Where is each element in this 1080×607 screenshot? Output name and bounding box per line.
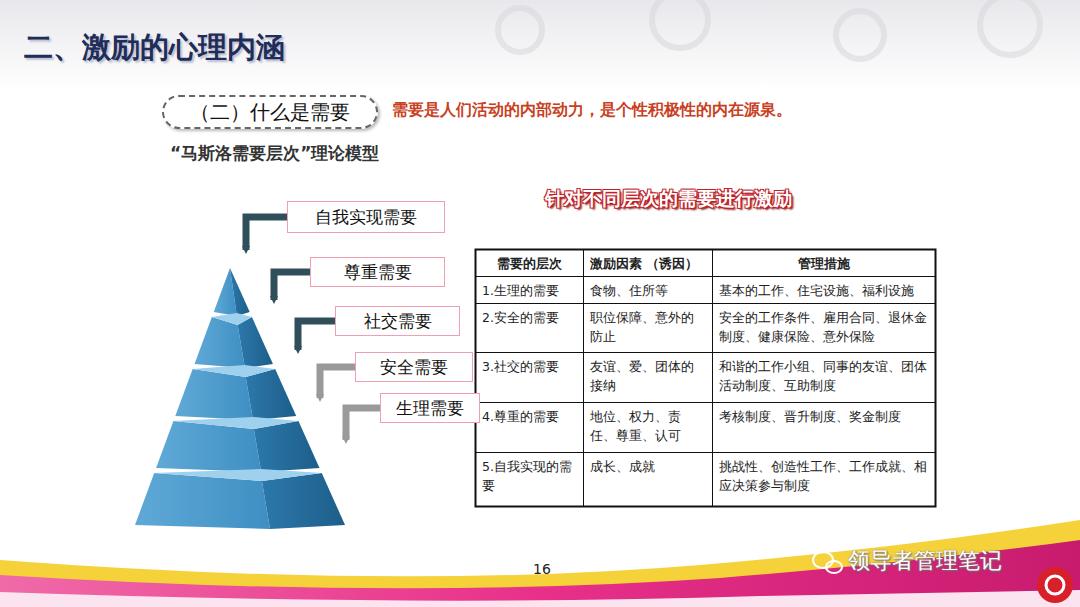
- table-cell: 5.自我实现的需要: [476, 453, 583, 506]
- page-number: 16: [533, 561, 551, 577]
- section-pill: （二）什么是需要: [162, 95, 378, 129]
- table-cell: 3.社交的需要: [476, 353, 583, 402]
- slide-title: 二、激励的心理内涵: [24, 28, 285, 68]
- pyramid-layer-side: [238, 317, 273, 368]
- node-text: （二）什么是需要: [190, 99, 350, 126]
- pyramid-layer-side: [230, 268, 250, 316]
- pyramid-layer-face: [135, 473, 270, 529]
- pyramid-layer-side: [262, 473, 345, 529]
- table-cell: 和谐的工作小组、同事的友谊、团体活动制度、互助制度: [713, 353, 935, 402]
- callout-box: 生理需要: [380, 393, 480, 423]
- table-cell: 考核制度、晋升制度、奖金制度: [713, 403, 935, 452]
- pyramid-layer-top: [212, 313, 252, 325]
- table-header-cell: 需要的层次: [476, 250, 583, 276]
- pyramid-layer-face: [156, 421, 261, 472]
- table-cell: 友谊、爱、团体的接纳: [584, 353, 712, 402]
- table-cell: 4.尊重的需要: [476, 403, 583, 452]
- table-cell: 成长、成就: [584, 453, 712, 506]
- callout-box: 尊重需要: [310, 257, 445, 287]
- callout-box: 社交需要: [335, 306, 460, 336]
- table-cell: 安全的工作条件、雇用合同、退休金制度、健康保险、意外保险: [713, 304, 935, 352]
- node-text: 尊重需要: [344, 261, 412, 284]
- table-header-cell: 激励因素 （诱因）: [584, 250, 712, 276]
- pyramid-layer-top: [173, 417, 298, 429]
- node-text: 生理需要: [396, 397, 464, 420]
- watermark: 领导者管理笔记: [848, 546, 1002, 576]
- pyramid-layer-face: [214, 268, 237, 316]
- pyramid-layer-top: [193, 365, 276, 377]
- table-cell: 1.生理的需要: [476, 277, 583, 303]
- callout-box: 安全需要: [355, 352, 473, 382]
- node-text: 安全需要: [380, 356, 448, 379]
- definition-text: 需要是人们活动的内部动力，是个性积极性的内在源泉。: [392, 100, 792, 121]
- table-header-cell: 管理措施: [713, 250, 935, 276]
- table-cell: 挑战性、创造性工作、工作成就、相应决策参与制度: [713, 453, 935, 506]
- table-cell: 地位、权力、责任、尊重、认可: [584, 403, 712, 452]
- table-cell: 食物、住所等: [584, 277, 712, 303]
- pyramid-layer-side: [254, 421, 320, 472]
- pyramid-illustration: [135, 268, 345, 529]
- table-cell: 基本的工作、住宅设施、福利设施: [713, 277, 935, 303]
- table-cell: 2.安全的需要: [476, 304, 583, 352]
- callout-box: 自我实现需要: [287, 201, 445, 233]
- model-caption: “马斯洛需要层次”理论模型: [170, 142, 379, 165]
- node-text: 社交需要: [364, 310, 432, 333]
- pyramid-layer-top: [154, 469, 322, 481]
- pyramid-layer-face: [175, 369, 253, 420]
- pyramid-layer-side: [246, 369, 297, 420]
- table-cell: 职位保障、意外的防止: [584, 304, 712, 352]
- table-heading: 针对不同层次的需要进行激励: [545, 186, 792, 212]
- node-text: 自我实现需要: [315, 206, 417, 229]
